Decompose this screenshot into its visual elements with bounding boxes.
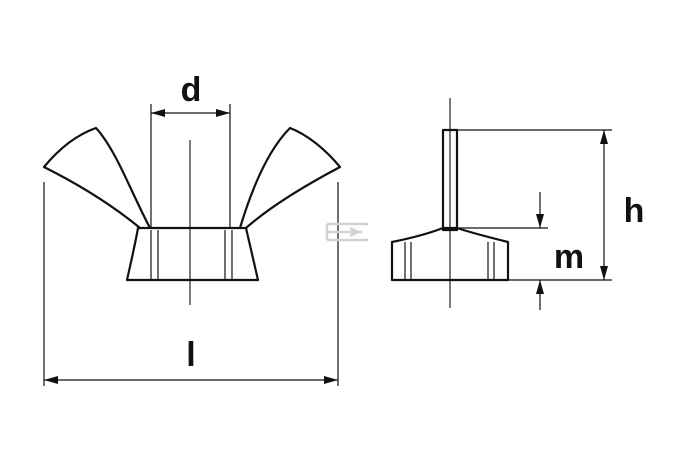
dimension-l: l (43, 182, 339, 386)
left-wing-outline (42, 126, 152, 230)
arrowhead (216, 109, 230, 117)
label-l: l (186, 336, 195, 374)
arrowhead (536, 214, 544, 228)
dimension-d: d (150, 71, 231, 228)
right-wing-outline (238, 126, 342, 230)
arrowhead (44, 376, 58, 384)
arrowhead (600, 266, 608, 280)
arrowhead (536, 280, 544, 294)
watermark-logo (325, 222, 368, 242)
label-h: h (624, 192, 645, 230)
arrowhead (324, 376, 338, 384)
barrel-body-outline (125, 226, 260, 282)
arrowhead (151, 109, 165, 117)
front-view (42, 126, 342, 305)
dimension-h: h (457, 129, 645, 281)
label-d: d (181, 71, 202, 109)
dimension-m: m (457, 192, 584, 310)
label-m: m (554, 238, 584, 276)
arrowhead (600, 130, 608, 144)
